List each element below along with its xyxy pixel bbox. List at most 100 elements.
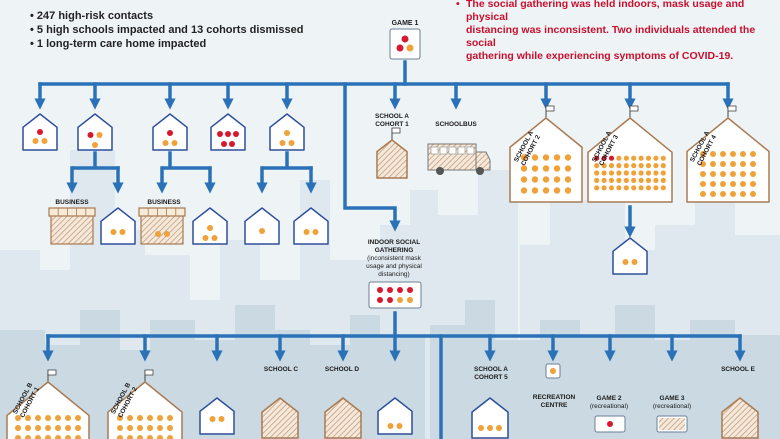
school-d-label: SCHOOL D — [324, 366, 360, 373]
business-2-store — [138, 207, 186, 245]
person-dot — [750, 191, 756, 197]
person-dot — [92, 142, 98, 148]
person-dot — [645, 185, 652, 191]
person-dot — [750, 151, 756, 157]
person-dot — [396, 423, 403, 429]
school-b-small-house — [199, 397, 235, 435]
person-dot — [622, 259, 629, 265]
person-dot — [623, 177, 629, 183]
house-outline — [107, 381, 183, 439]
school-c-label: SCHOOL C — [263, 366, 299, 373]
person-dot — [601, 185, 607, 191]
person-dot — [660, 170, 666, 176]
person-dot — [312, 229, 319, 235]
person-dot — [616, 177, 622, 183]
house-outline — [261, 397, 299, 439]
person-dot — [730, 191, 736, 197]
person-dot — [288, 140, 295, 146]
bus-window — [466, 146, 475, 155]
schoolbus — [427, 143, 491, 175]
person-dot — [25, 415, 31, 421]
person-dot — [45, 435, 51, 439]
person-dot — [15, 425, 21, 431]
person-dot — [740, 161, 746, 167]
person-dot — [487, 425, 493, 431]
person-dot — [127, 415, 133, 421]
person-dot — [608, 155, 615, 161]
person-dot — [15, 435, 21, 439]
person-dot — [167, 425, 173, 431]
person-dot — [406, 44, 414, 52]
person-dot — [87, 132, 94, 138]
person-dot — [660, 163, 666, 169]
person-dot — [750, 161, 756, 167]
stat-bullet-1: • 247 high-risk contacts — [30, 10, 154, 22]
person-dot — [601, 177, 607, 183]
person-dot — [117, 415, 123, 421]
person-dot — [594, 163, 600, 169]
person-dot — [616, 170, 622, 176]
person-dot — [740, 151, 746, 157]
person-dot — [631, 163, 637, 169]
note-line-2: distancing was inconsistent. Two individ… — [466, 24, 756, 49]
school-a-cohort5-label: SCHOOL A COHORT 5 — [474, 366, 508, 381]
person-dot — [155, 231, 161, 237]
person-dot — [553, 165, 561, 172]
flag — [47, 369, 57, 376]
person-dot — [137, 425, 143, 431]
person-dot — [653, 177, 659, 183]
card-box — [368, 281, 422, 309]
person-dot — [638, 185, 644, 191]
person-dot — [631, 259, 638, 265]
person-dot — [638, 155, 644, 161]
connector-arrows — [34, 60, 746, 439]
person-dot — [730, 181, 736, 187]
person-dot — [229, 141, 235, 147]
bus-wheel — [476, 167, 484, 175]
person-dot — [645, 170, 652, 176]
person-dot — [730, 171, 736, 177]
person-dot — [631, 185, 637, 191]
person-dot — [110, 229, 117, 235]
person-dot — [623, 163, 629, 169]
person-dot — [601, 155, 607, 161]
person-dot — [225, 131, 231, 137]
person-dot — [75, 415, 81, 421]
person-dot — [594, 177, 600, 183]
person-dot — [638, 170, 644, 176]
gathering-note: • The social gathering was held indoors,… — [456, 0, 774, 63]
game1-card — [389, 28, 421, 60]
person-dot — [623, 155, 629, 161]
house-outline — [6, 381, 90, 439]
house-outline — [376, 139, 408, 179]
stat-schools-impacted: 5 high schools impacted and 13 cohorts d… — [36, 24, 304, 36]
flag — [629, 105, 639, 112]
person-dot — [594, 185, 600, 191]
person-dot — [35, 425, 41, 431]
person-dot — [520, 187, 528, 194]
person-dot — [377, 287, 383, 293]
person-dot — [279, 140, 286, 146]
person-dot — [32, 138, 39, 144]
home-11 — [377, 397, 413, 435]
business-1-store — [48, 207, 96, 245]
person-dot — [401, 35, 409, 43]
person-dot — [720, 171, 726, 177]
person-dot — [638, 177, 644, 183]
person-dot — [55, 415, 61, 421]
store-awning — [48, 207, 96, 217]
house-outline — [612, 237, 648, 275]
person-dot — [157, 435, 163, 439]
person-dot — [117, 435, 123, 439]
bus-wheel — [436, 167, 444, 175]
person-dot — [520, 176, 528, 183]
person-dot — [710, 171, 716, 177]
person-dot — [147, 415, 153, 421]
person-dot — [167, 435, 173, 439]
person-dot — [25, 425, 31, 431]
person-dot — [750, 181, 756, 187]
store-awning — [138, 207, 186, 217]
person-dot — [700, 161, 706, 167]
home-4 — [210, 113, 246, 151]
